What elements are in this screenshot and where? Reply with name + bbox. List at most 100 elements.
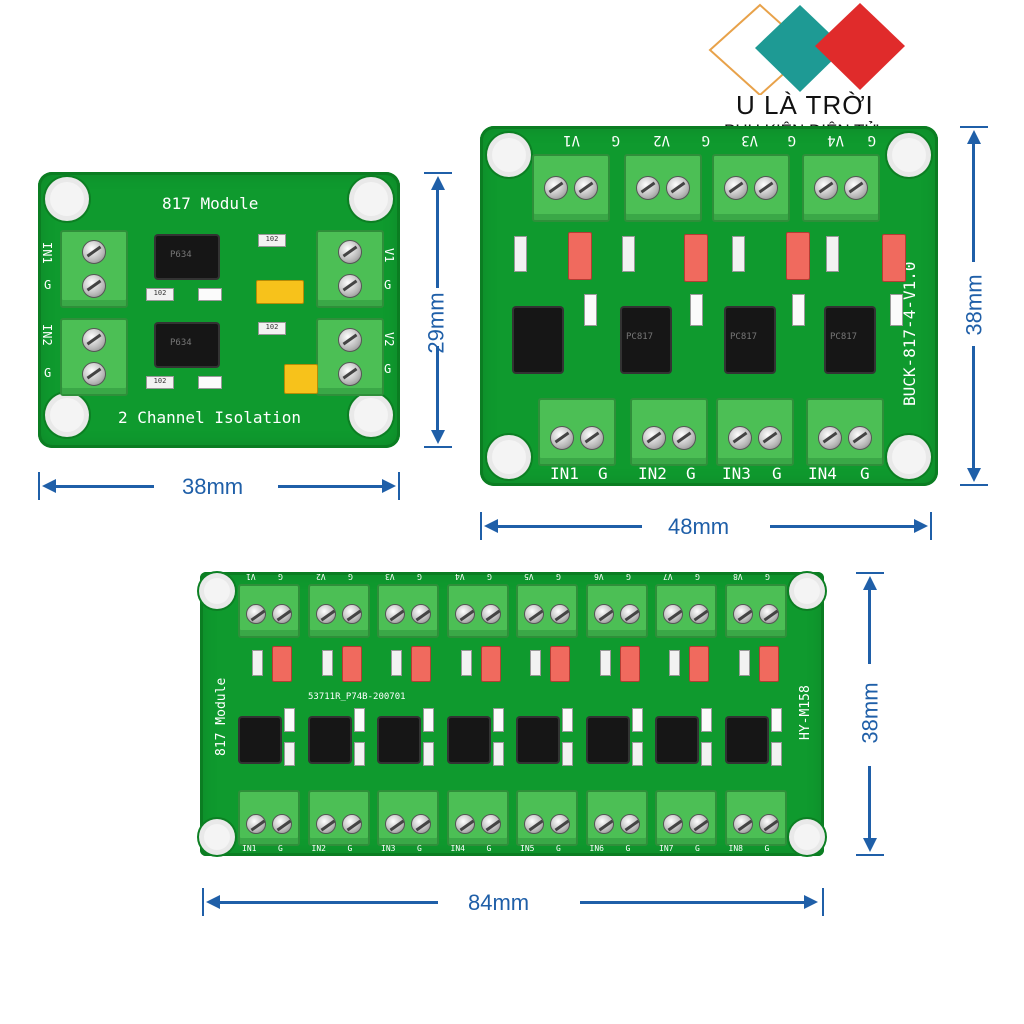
label-v6: V6 (593, 572, 604, 581)
terminal-block-v2 (624, 154, 702, 222)
screw (758, 604, 779, 624)
label-g: G (556, 572, 561, 581)
jumper-red[interactable] (619, 646, 640, 682)
led (792, 294, 805, 326)
dimension-line (436, 188, 439, 288)
arrow-right-icon (382, 479, 396, 493)
label-g: G (625, 844, 631, 853)
mount-hole (50, 398, 84, 432)
terminal-block-v2 (307, 584, 370, 638)
dimension-tick (424, 446, 452, 448)
arrow-right-icon (804, 895, 818, 909)
terminal-block-in2 (307, 790, 370, 846)
board-title: 817 Module (162, 194, 259, 213)
label-v8: V8 (732, 572, 743, 581)
screw (663, 604, 683, 624)
jumper-red[interactable] (684, 234, 708, 282)
screw (338, 240, 362, 264)
label-g: G (686, 464, 696, 483)
terminal-block-in1 (238, 790, 300, 846)
screw (272, 814, 292, 834)
terminal-block-in4 (806, 398, 884, 466)
screw (524, 604, 544, 624)
led (690, 294, 703, 326)
optocoupler-chip (518, 718, 558, 762)
led (631, 708, 643, 732)
board-2-channel: 817 Module 2 Channel Isolation IN1 G IN2… (38, 172, 400, 448)
optocoupler-chip (448, 718, 489, 762)
label-in4: IN4 (808, 464, 837, 483)
resistor (732, 236, 745, 272)
resistor (669, 650, 680, 676)
mount-hole (892, 440, 926, 474)
dimension-line (580, 901, 806, 904)
jumper-red[interactable] (550, 646, 570, 682)
terminal-block-in3 (716, 398, 794, 466)
screw (550, 814, 570, 834)
jumper-yellow[interactable] (284, 364, 318, 394)
optocoupler-chip (587, 718, 628, 762)
jumper-red[interactable] (272, 646, 292, 682)
label-g: G (787, 132, 796, 148)
led (284, 708, 295, 732)
screw (619, 604, 640, 624)
dimension-tick (960, 126, 988, 128)
dimension-tick (822, 888, 824, 916)
optocoupler-chip (309, 718, 350, 762)
resistor (622, 236, 635, 272)
arrow-up-icon (431, 176, 445, 190)
led (198, 288, 222, 301)
jumper-red[interactable] (689, 646, 709, 682)
label-g: G (772, 464, 782, 483)
jumper-red[interactable] (411, 646, 431, 682)
brand-logo: U LÀ TRỜI PHỤ KIỆN ĐIỆN TỬ (700, 0, 920, 150)
label-g: G (598, 464, 608, 483)
jumper-red[interactable] (341, 646, 362, 682)
screw (544, 176, 568, 200)
terminal-block-v4 (446, 584, 509, 638)
mount-hole (354, 182, 388, 216)
screw (672, 426, 696, 450)
dimension-tick (398, 472, 400, 500)
dimension-line (218, 901, 438, 904)
label-g-v2: G (384, 362, 392, 376)
board-title: BUCK-817-4-V1.0 (900, 261, 919, 407)
mount-hole (354, 398, 388, 432)
resistor (252, 650, 263, 676)
screw (689, 814, 709, 834)
jumper-red[interactable] (480, 646, 501, 682)
board-code: 53711R_P74B-200701 (308, 692, 406, 702)
screw (82, 274, 106, 298)
height-label: 29mm (423, 292, 449, 354)
resistor (492, 742, 504, 766)
screw (814, 176, 838, 200)
screw (848, 426, 872, 450)
terminal-block-v1 (316, 230, 384, 308)
resistor: 102 (258, 234, 286, 247)
screw (315, 814, 336, 834)
logo-diamonds-icon (708, 3, 905, 95)
label-v1: V1 (246, 572, 256, 581)
resistor (423, 742, 434, 766)
top-label-row: V1 G V2 G V3 G V4 G (538, 128, 878, 150)
led (423, 708, 434, 732)
width-label: 84mm (468, 890, 530, 915)
screw (724, 176, 748, 200)
board-model: HY-M158 (798, 685, 813, 740)
label-in2: IN2 (638, 464, 667, 483)
jumper-red[interactable] (568, 232, 592, 280)
terminal-block-v1 (238, 584, 300, 638)
jumper-yellow[interactable] (256, 280, 304, 304)
dimension-line (868, 766, 871, 840)
jumper-red[interactable] (758, 646, 779, 682)
jumper-red[interactable] (882, 234, 906, 282)
terminal-block-v2 (316, 318, 384, 396)
label-g: G (278, 844, 283, 853)
jumper-red[interactable] (786, 232, 810, 280)
screw (593, 604, 614, 624)
screw (341, 814, 362, 834)
terminal-block-v6 (585, 584, 648, 638)
resistor (631, 742, 643, 766)
mount-hole (794, 824, 820, 850)
label-g2: G (44, 366, 52, 380)
